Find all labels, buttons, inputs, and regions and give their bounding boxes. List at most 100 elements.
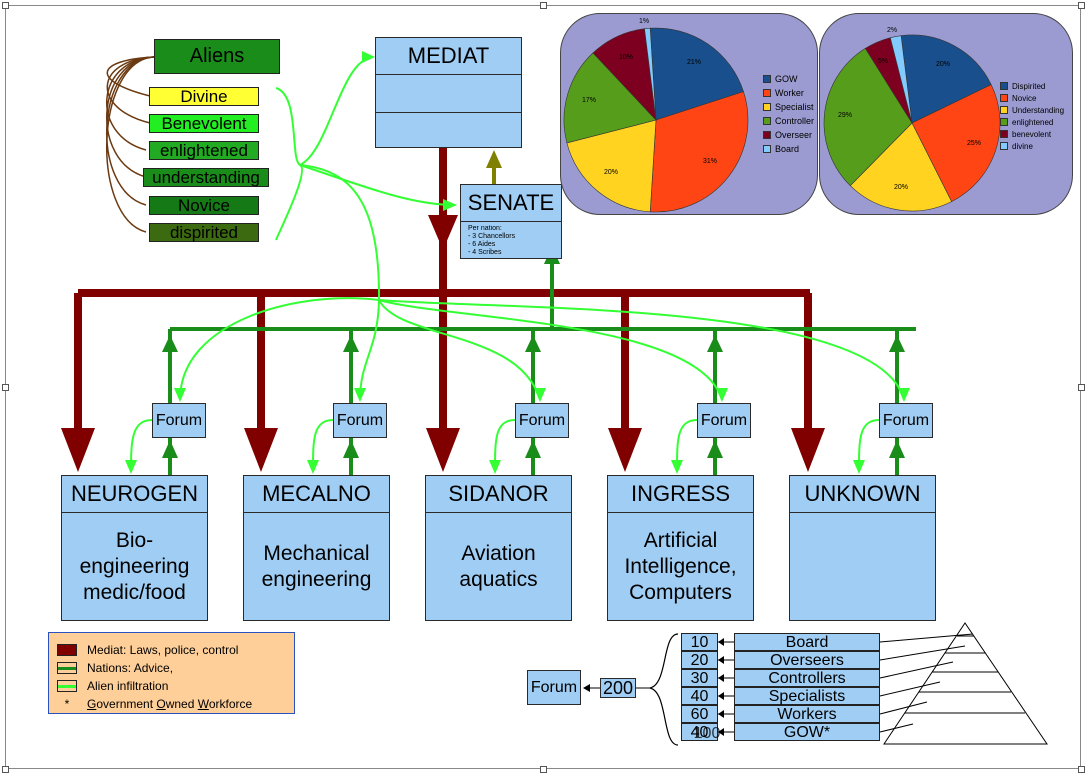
aliens-header: Aliens bbox=[154, 39, 280, 74]
legend-label: Mediat: Laws, police, control bbox=[87, 643, 239, 657]
footnote-marker: * bbox=[64, 697, 70, 711]
pyramid-link bbox=[879, 681, 941, 697]
pyramid-link bbox=[879, 661, 954, 679]
pie-legend-swatch bbox=[763, 89, 771, 97]
handle-bc[interactable] bbox=[540, 766, 547, 773]
pie-legend-label: Worker bbox=[775, 88, 804, 98]
legend-swatch-line bbox=[58, 667, 76, 670]
alien-to-mecalno bbox=[299, 164, 381, 401]
alien-to-ingress bbox=[378, 299, 723, 401]
pyramid-link bbox=[879, 723, 914, 733]
mediat-arrowhead bbox=[61, 428, 95, 472]
rank-label: Board bbox=[734, 633, 880, 651]
pie-legend-label: Controller bbox=[775, 116, 815, 126]
pie-legend-swatch bbox=[1000, 106, 1008, 114]
senate-notes: Per nation:- 3 Chancellors- 6 Aides- 4 S… bbox=[468, 225, 515, 258]
description-line: Mechanical bbox=[263, 541, 370, 565]
senate-title: SENATE bbox=[461, 185, 561, 222]
pie-legend-swatch bbox=[1000, 118, 1008, 126]
forum-box: Forum bbox=[515, 403, 569, 438]
pie-legend-label: Understanding bbox=[1012, 105, 1065, 115]
pyramid-link bbox=[879, 701, 928, 715]
handle-ml[interactable] bbox=[2, 384, 9, 391]
pie-legend-label: benevolent bbox=[1012, 129, 1052, 139]
nation-arrowhead bbox=[343, 335, 359, 352]
forum-box: Forum bbox=[879, 403, 933, 438]
pie-value-label: 20% bbox=[604, 169, 619, 176]
pyramid-link bbox=[879, 645, 966, 661]
pie-legend-swatch bbox=[1000, 130, 1008, 138]
description-line: Bio- bbox=[115, 528, 154, 552]
pie-legend-item: Controller bbox=[763, 114, 814, 128]
nation-arrowhead bbox=[525, 335, 541, 352]
alien-arrowhead bbox=[307, 460, 319, 474]
legend-item: Mediat: Laws, police, control bbox=[57, 642, 238, 658]
description-line: Computers bbox=[629, 580, 732, 604]
pie-value-label: 20% bbox=[894, 184, 909, 191]
nation-name: SIDANOR bbox=[426, 476, 571, 513]
nation-arrowhead bbox=[525, 440, 541, 458]
rank-count: 10 bbox=[681, 633, 718, 651]
rank-arrowhead bbox=[718, 728, 724, 736]
pie-legend-label: Novice bbox=[1012, 93, 1037, 103]
nation-name: UNKNOWN bbox=[790, 476, 935, 513]
rank-arrowhead bbox=[718, 692, 724, 700]
pie-legend-label: Specialist bbox=[775, 102, 814, 112]
pie-legend-label: GOW bbox=[775, 74, 798, 84]
nation-name: INGRESS bbox=[608, 476, 753, 513]
alien-level: Benevolent bbox=[149, 114, 259, 133]
senate-box: SENATE Per nation:- 3 Chancellors- 6 Aid… bbox=[460, 184, 562, 259]
alien-to-sidanor bbox=[378, 299, 541, 401]
pie-value-label: 21% bbox=[687, 59, 702, 66]
pie-legend-swatch bbox=[763, 103, 771, 111]
handle-bl[interactable] bbox=[2, 766, 9, 773]
rank-arrowhead bbox=[718, 638, 724, 646]
nation-description bbox=[790, 513, 935, 620]
nation-arrowhead bbox=[707, 440, 723, 458]
handle-mr[interactable] bbox=[1078, 384, 1085, 391]
alien-infiltration-lines bbox=[105, 51, 910, 474]
pie-legend-label: Board bbox=[775, 144, 800, 154]
alien-to-mediat bbox=[299, 56, 374, 166]
senate-note: - 4 Scribes bbox=[468, 249, 502, 256]
alien-bracket bbox=[275, 87, 303, 241]
legend-label: Alien infiltration bbox=[87, 679, 169, 693]
description-line: Artificial bbox=[643, 528, 718, 552]
alien-arrowhead bbox=[362, 51, 375, 63]
mediat-divider bbox=[376, 112, 521, 113]
mediat-title: MEDIAT bbox=[376, 38, 521, 75]
legend-swatch bbox=[57, 662, 77, 674]
handle-tr[interactable] bbox=[1078, 2, 1085, 9]
pie-value-label: 2% bbox=[887, 27, 898, 34]
handle-tl[interactable] bbox=[2, 2, 9, 9]
rank-label: GOW* bbox=[734, 723, 880, 741]
pie-value-label: 29% bbox=[838, 112, 853, 119]
pie-legend-item: Specialist bbox=[763, 100, 814, 114]
rank-label: Workers bbox=[734, 705, 880, 723]
rank-arrowhead bbox=[718, 710, 724, 718]
pie-legend-swatch bbox=[763, 75, 771, 83]
pie-value-label: 25% bbox=[967, 140, 982, 147]
alien-arrowhead bbox=[125, 460, 137, 474]
legend-swatch-line bbox=[58, 649, 76, 652]
pie-legend-item: divine bbox=[1000, 140, 1064, 152]
forum-box: Forum bbox=[333, 403, 387, 438]
pie-legend-item: Dispirited bbox=[1000, 80, 1064, 92]
pie-legend-item: Understanding bbox=[1000, 104, 1064, 116]
alien-arrowhead bbox=[671, 460, 683, 474]
pie-legend-label: Overseer bbox=[775, 130, 813, 140]
alien-arrowhead bbox=[716, 388, 728, 402]
count-overlap: 100 bbox=[693, 725, 721, 742]
workforce-brace bbox=[649, 633, 679, 746]
rank-label: Overseers bbox=[734, 651, 880, 669]
nation-arrowhead bbox=[162, 440, 178, 458]
alien-level: understanding bbox=[143, 168, 269, 187]
workforce-forum-box: Forum bbox=[527, 670, 581, 705]
description-line: engineering bbox=[261, 567, 372, 591]
handle-tc[interactable] bbox=[540, 2, 547, 9]
handle-br[interactable] bbox=[1078, 766, 1085, 773]
